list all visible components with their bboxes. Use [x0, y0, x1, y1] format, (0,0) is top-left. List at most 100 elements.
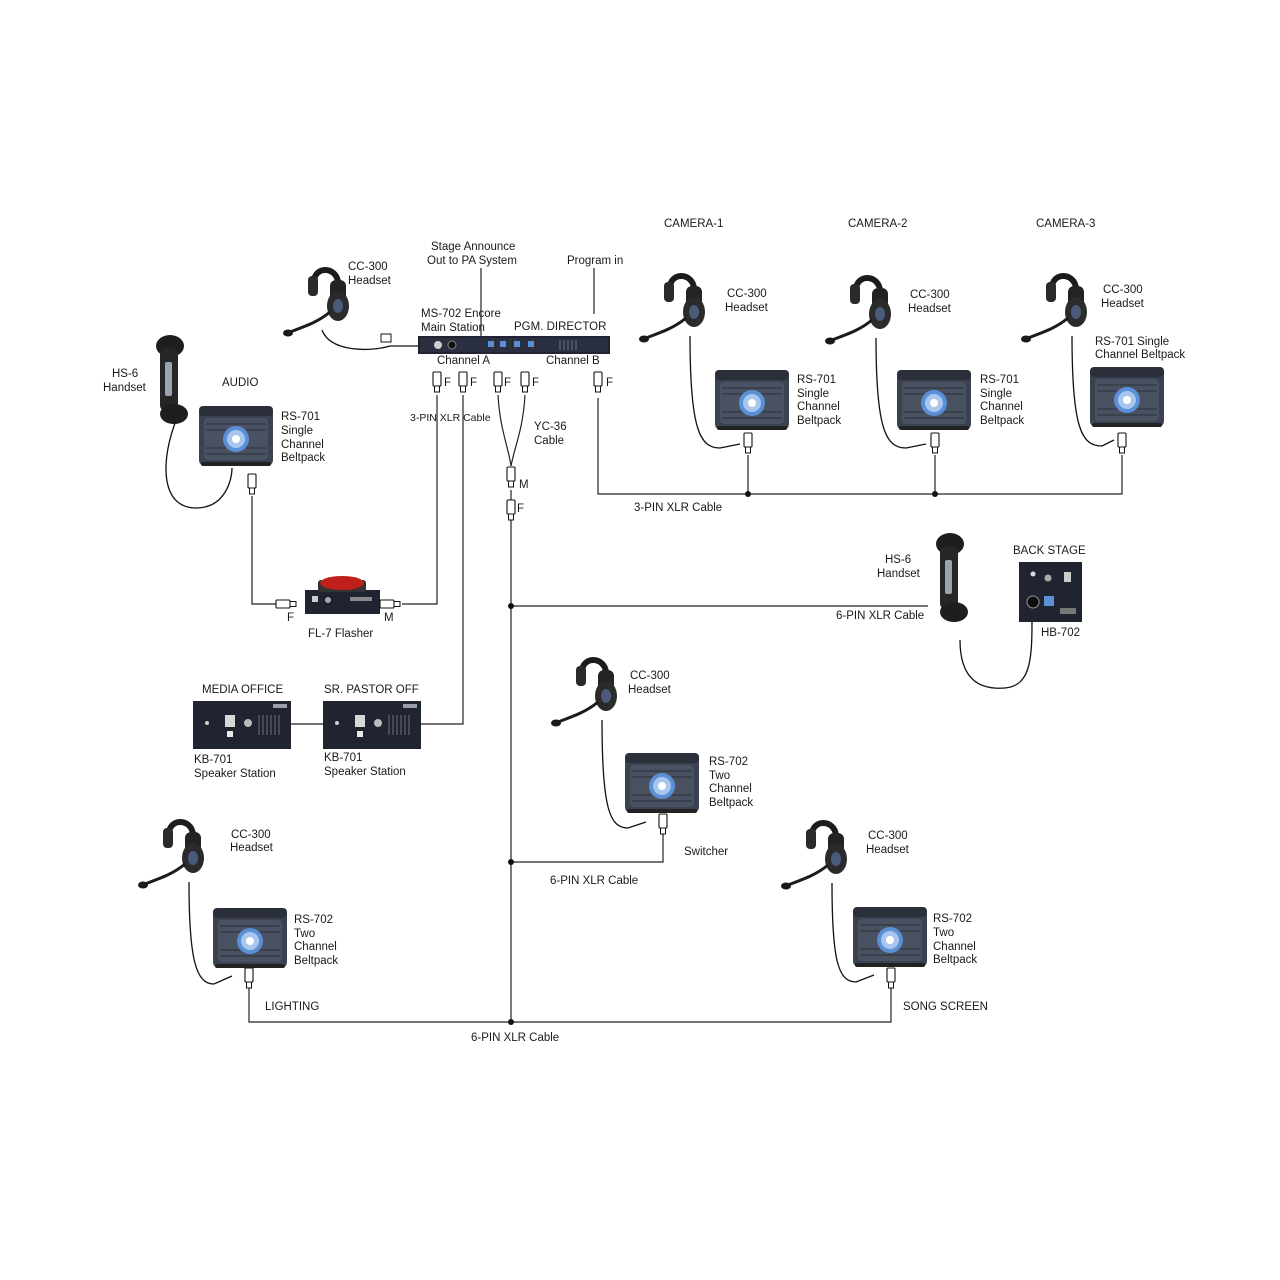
- junction-dot: [932, 491, 938, 497]
- rs702-label: Two: [933, 927, 954, 939]
- beltpack-icon: [714, 369, 790, 431]
- headset-icon: [138, 822, 204, 889]
- audio-label: AUDIO: [222, 377, 258, 389]
- rs701-label: RS-701: [797, 374, 836, 386]
- headset-label: Headset: [230, 842, 274, 854]
- headset-label: Headset: [348, 275, 392, 287]
- handset-icon: [156, 335, 188, 424]
- back-stage-label: BACK STAGE: [1013, 545, 1086, 557]
- rs702-label: Two: [294, 928, 315, 940]
- rs702-label: RS-702: [933, 913, 972, 925]
- cc300-label: CC-300: [868, 830, 908, 842]
- pgm-director-label: PGM. DIRECTOR: [514, 321, 606, 333]
- xlr-connector-icon: [379, 599, 401, 609]
- rs701-label: Channel: [797, 401, 840, 413]
- cc300-label: CC-300: [630, 670, 670, 682]
- yc36-label-2: Cable: [534, 435, 564, 447]
- switcher-branch-wire: [511, 834, 664, 863]
- hs6-label: HS-6: [885, 554, 911, 566]
- headset-icon: [639, 276, 705, 343]
- headset-icon: [781, 823, 847, 890]
- f-label: F: [287, 612, 294, 624]
- beltpack-icon: [624, 752, 700, 814]
- rs702-label: Beltpack: [294, 955, 338, 967]
- labels: CAMERA-1 CAMERA-2 CAMERA-3 Stage Announc…: [103, 218, 1185, 1044]
- yc36-right-wire: [510, 394, 526, 467]
- rs701-label: Channel: [980, 401, 1023, 413]
- kb701-label: KB-701: [324, 752, 362, 764]
- m-label: M: [384, 612, 394, 624]
- rs702-label: Channel: [709, 783, 752, 795]
- headset-label: Headset: [866, 844, 910, 856]
- flasher-icon: [305, 576, 380, 614]
- rs701-label: Single: [281, 425, 313, 437]
- rs701-single-label: RS-701 Single: [1095, 336, 1169, 348]
- xlr-connector-icon: [380, 333, 392, 343]
- cc300-label: CC-300: [1103, 284, 1143, 296]
- camera2-label: CAMERA-2: [848, 218, 907, 230]
- speaker-station-label: Speaker Station: [194, 768, 276, 780]
- xlr6-mid-label: 6-PIN XLR Cable: [550, 875, 638, 887]
- rs702-label: Beltpack: [709, 797, 753, 809]
- speaker-station-label: Speaker Station: [324, 766, 406, 778]
- handset-icon: [936, 533, 968, 622]
- kb701-label: KB-701: [194, 754, 232, 766]
- headset-cords: [165, 335, 1115, 985]
- yc36-left-wire: [497, 394, 512, 467]
- hb702-label: HB-702: [1041, 627, 1080, 639]
- rs702-label: RS-702: [709, 756, 748, 768]
- camera1-label: CAMERA-1: [664, 218, 723, 230]
- beltpack-icon: [1089, 366, 1165, 428]
- audio-flasher-wire: [251, 496, 276, 605]
- xlr-connector-icon: [275, 599, 297, 609]
- rs702-label: Channel: [294, 941, 337, 953]
- top-headset-cord: [321, 329, 418, 350]
- channel-a-label: Channel A: [437, 355, 490, 367]
- cc300-label: CC-300: [727, 288, 767, 300]
- rs702-label: Beltpack: [933, 954, 977, 966]
- rs702-label: RS-702: [294, 914, 333, 926]
- headset-icon: [1021, 276, 1087, 343]
- beltpack-icon: [896, 369, 972, 431]
- sr-pastor-label: SR. PASTOR OFF: [324, 684, 419, 696]
- switcher-label: Switcher: [684, 846, 728, 858]
- f-label: F: [470, 377, 477, 389]
- xlr6-bottom-label: 6-PIN XLR Cable: [471, 1032, 559, 1044]
- rs701-label: Beltpack: [281, 452, 325, 464]
- headset-model-label: CC-300: [348, 261, 388, 273]
- main-station-label: MS-702 Encore: [421, 308, 501, 320]
- hs6-label: HS-6: [112, 368, 138, 380]
- headset-label: Headset: [908, 303, 952, 315]
- rs701-label: Single: [980, 388, 1012, 400]
- f-label: F: [532, 377, 539, 389]
- camera3-label: CAMERA-3: [1036, 218, 1095, 230]
- headset-icon: [825, 278, 891, 345]
- channel-b-label: Channel B: [546, 355, 600, 367]
- junction-dot: [745, 491, 751, 497]
- beltpack-icon: [198, 405, 274, 467]
- cc300-label: CC-300: [231, 829, 271, 841]
- lighting-label: LIGHTING: [265, 1001, 319, 1013]
- f-label: F: [504, 377, 511, 389]
- rs701-label: Channel: [281, 439, 324, 451]
- xlr3-cable-label: 3-PIN XLR Cable: [410, 412, 491, 424]
- fl7-label: FL-7 Flasher: [308, 628, 373, 640]
- flasher-m-wire: [402, 395, 438, 605]
- yc36-label: YC-36: [534, 421, 567, 433]
- stage-announce-label-2: Out to PA System: [427, 255, 517, 267]
- media-office-label: MEDIA OFFICE: [202, 684, 283, 696]
- handset-label: Handset: [103, 382, 147, 394]
- rs702-label: Channel: [933, 941, 976, 953]
- speaker-station-icon: [192, 700, 292, 750]
- bottom-bus-wire: [248, 988, 892, 1023]
- beltpack-icon: [852, 906, 928, 968]
- headset-label: Headset: [1101, 298, 1145, 310]
- headset-label: Headset: [628, 684, 672, 696]
- m-label: M: [519, 479, 529, 491]
- rs701-label: Single: [797, 388, 829, 400]
- handset-label: Handset: [877, 568, 921, 580]
- speaker-station-icon: [322, 700, 422, 750]
- xlr3-cable-right-label: 3-PIN XLR Cable: [634, 502, 722, 514]
- junction-dot: [508, 603, 514, 609]
